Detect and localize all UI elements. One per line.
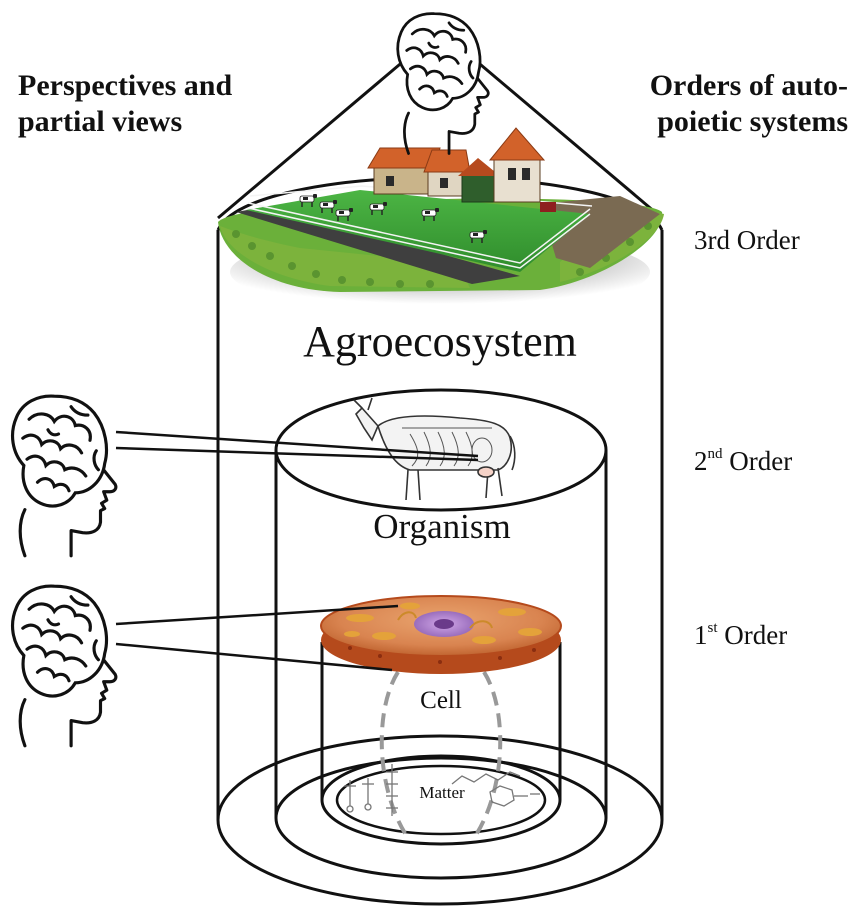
orders-header-line2: poietic systems: [657, 105, 848, 138]
top-perspective-lines: [217, 52, 663, 220]
perspectives-header-line2: partial views: [18, 105, 183, 138]
orders-header: Orders of auto- poietic systems: [650, 68, 848, 140]
observer-lines-cell: [115, 604, 399, 672]
third-order-label: 3rd Order: [694, 225, 800, 255]
brain-head-icon: [10, 584, 118, 748]
matter-label: Matter: [419, 783, 465, 802]
cell-icon: [320, 595, 562, 674]
second-order-label: 2nd Order: [694, 446, 793, 476]
orders-header-line1: Orders of auto-: [649, 69, 848, 102]
perspectives-header: Perspectives and partial views: [18, 68, 232, 140]
perspectives-header-line1: Perspectives and: [18, 69, 233, 102]
agroecosystem-label: Agroecosystem: [303, 317, 577, 366]
farm-scene-icon: [218, 127, 664, 312]
observer-lines-organism: [115, 430, 479, 462]
brain-head-icon: [396, 12, 490, 155]
inner-cylinder: [320, 642, 562, 846]
cell-label: Cell: [420, 687, 462, 714]
brain-head-icon: [10, 394, 118, 558]
organism-label: Organism: [373, 507, 511, 546]
molecule-icon: [344, 764, 540, 816]
first-order-label: 1st Order: [694, 620, 788, 650]
middle-cylinder: [274, 388, 608, 880]
